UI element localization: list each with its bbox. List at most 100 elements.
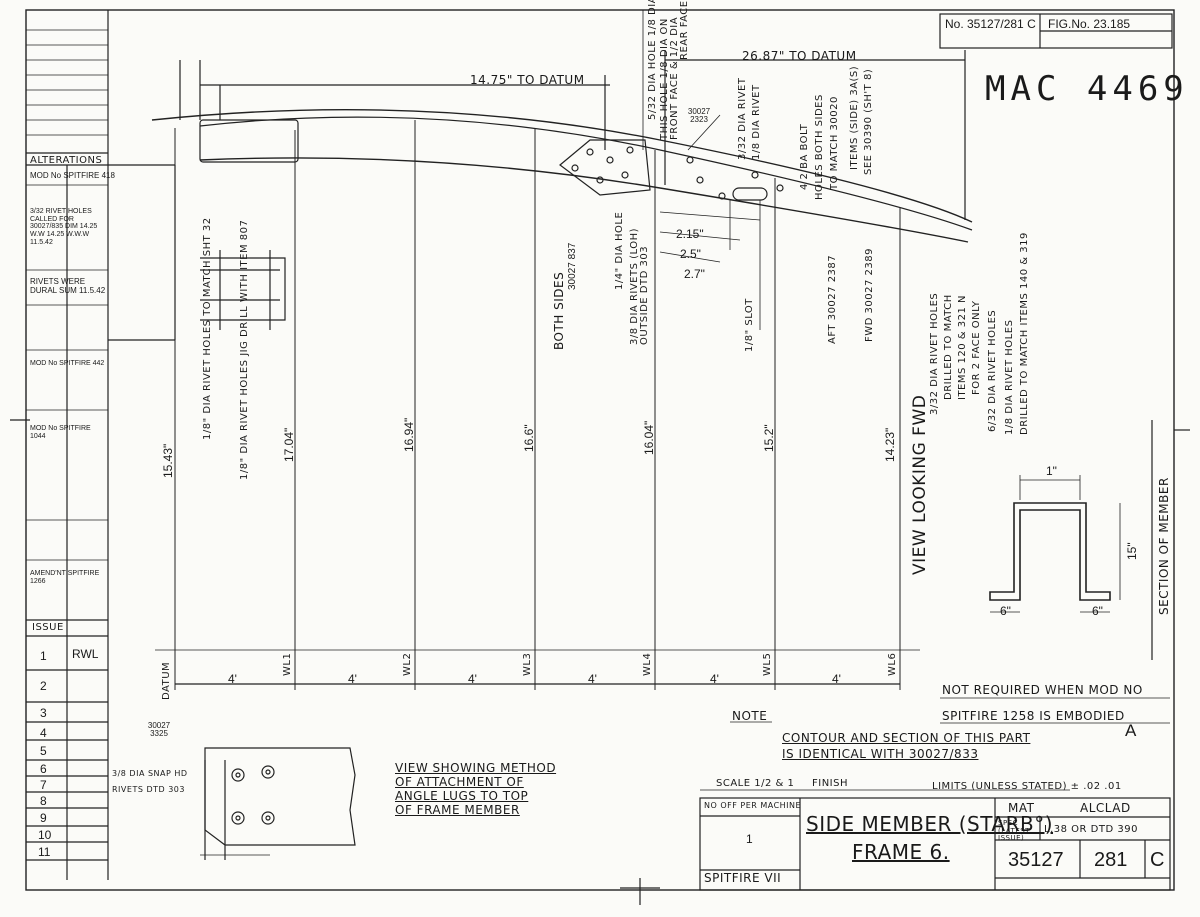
tb-mat-value: ALCLAD — [1080, 801, 1131, 815]
note-rivet-holes-1: 1/8" DIA RIVET HOLES TO MATCH SHT 32 — [202, 217, 213, 440]
height-label: 16.6" — [522, 424, 536, 452]
bolt-note-line: 4 2 BA BOLT — [799, 123, 810, 190]
note-line: IS IDENTICAL WITH 30027/833 — [782, 747, 979, 761]
alteration-entry: MOD No SPITFIRE 1044 — [30, 425, 91, 440]
note-aft-ref: AFT 30027 2387 — [827, 254, 838, 344]
tb-spec-value: L.38 OR DTD 390 — [1044, 824, 1138, 835]
note-rivets-outside: 3/8 DIA RIVETS (LOH) OUTSIDE DTD 303 — [629, 227, 650, 345]
rivet-block-line: 3/32 DIA RIVET HOLES — [929, 292, 940, 415]
issue-header: RWL — [72, 647, 99, 661]
tb-drawing-no: 35127 — [1008, 849, 1064, 871]
issue-row: 5 — [40, 744, 47, 758]
issue-row: 8 — [40, 794, 47, 808]
issue-row: 3 — [40, 706, 47, 720]
alteration-entry: AMEND'NT SPITFIRE 1266 — [30, 570, 100, 585]
tb-scale: SCALE 1/2 & 1 — [716, 778, 795, 789]
fig-ref: FIG.No. 23.185 — [1048, 17, 1131, 31]
bolt-note-line: SEE 30390 (SH'T 8) — [863, 68, 874, 175]
rivet-block-line: FOR 2 FACE ONLY — [971, 300, 982, 395]
tb-title-sub: FRAME 6. — [852, 840, 950, 864]
tb-mat-label: MAT — [1008, 801, 1035, 815]
front-face-line: 5/32 DIA HOLE 1/8 DIA ON — [647, 0, 658, 120]
section-dim-right: 6" — [1092, 604, 1103, 618]
rivet-block-line: DRILLED TO MATCH ITEMS 140 & 319 — [1019, 232, 1030, 435]
note-rivet-top: 3/32 DIA RIVET — [737, 77, 748, 160]
section-dim-left: 6" — [1000, 604, 1011, 618]
note-slot: 1/8" SLOT — [744, 298, 755, 352]
spacing-label: 4' — [832, 672, 841, 686]
method-line: VIEW SHOWING METHOD — [395, 761, 557, 775]
tb-finish: FINISH — [812, 778, 848, 789]
spacing-label: 4' — [588, 672, 597, 686]
alteration-entry: MOD No SPITFIRE 442 — [30, 360, 105, 367]
triangular-lug — [559, 139, 651, 196]
dim-small: 2.5" — [680, 247, 701, 261]
station-label: WL5 — [762, 652, 773, 676]
front-face-line: REAR FACE — [679, 0, 690, 60]
handwritten-ref: MAC 4469 — [985, 69, 1189, 109]
height-label: 14.23" — [883, 427, 897, 462]
method-line: OF FRAME MEMBER — [395, 803, 520, 817]
spacing-label: 4' — [228, 672, 237, 686]
alteration-entry: RIVETS WERE DURAL SUM 11.5.42 — [30, 277, 106, 295]
issue-row: 4 — [40, 726, 47, 740]
tb-part-no: 281 — [1094, 849, 1128, 871]
height-label: 16.94" — [402, 417, 416, 452]
section-label: SECTION OF MEMBER — [1157, 477, 1171, 615]
bolt-note-line: ITEMS (SIDE) 3A(S) — [849, 65, 860, 170]
not-required-line: SPITFIRE 1258 IS EMBODIED — [942, 709, 1125, 723]
rivet-block-line: 6/32 DIA RIVET HOLES — [987, 309, 998, 432]
drawing-ref: No. 35127/281 C — [945, 17, 1036, 31]
not-required-line: NOT REQUIRED WHEN MOD No — [942, 683, 1143, 697]
issue-row: 6 — [40, 762, 47, 776]
station-label: WL4 — [642, 652, 653, 676]
angle-lug-view — [200, 257, 286, 321]
member-top-inner — [199, 116, 973, 231]
lug-plate-left — [199, 119, 299, 163]
issue-row: 2 — [40, 679, 47, 693]
method-line: OF ATTACHMENT OF — [395, 775, 524, 789]
member-top-edge — [151, 109, 973, 223]
dim-small: 2.7" — [684, 267, 705, 281]
dim-datum-right: 26.87" TO DATUM — [742, 49, 857, 63]
note-quarter-hole: 1/4" DIA HOLE — [614, 211, 625, 290]
title-block-lines — [699, 789, 1171, 891]
station-label: WL3 — [522, 652, 533, 676]
part-ref-b: 30027 3325 — [147, 721, 171, 738]
spacing-label: 4' — [468, 672, 477, 686]
issue-row: 7 — [40, 778, 47, 792]
lug-label: 3/8 DIA SNAP HD — [112, 769, 188, 778]
station-label: WL1 — [282, 652, 293, 676]
note-both-sides: BOTH SIDES — [552, 271, 566, 350]
tb-title-main: SIDE MEMBER (STARB°) — [806, 812, 1054, 836]
height-label: 16.04" — [642, 420, 656, 455]
spacing-label: 4' — [710, 672, 719, 686]
alterations-title: ALTERATIONS — [30, 155, 103, 166]
method-view-part — [204, 747, 356, 846]
spacing-label: 4' — [348, 672, 357, 686]
member-bottom-edge — [199, 157, 969, 243]
sheet-border — [25, 9, 1175, 891]
note-fwd-ref: FWD 30027 2389 — [864, 248, 875, 342]
rivet-block-line: ITEMS 120 & 321 N — [957, 294, 968, 400]
hat-section — [989, 502, 1111, 601]
issue-row: 9 — [40, 811, 47, 825]
alteration-entry: MOD No SPITFIRE 418 — [30, 171, 115, 180]
note-rivet-holes-2: 1/8" DIA RIVET HOLES JIG DRILL WITH ITEM… — [239, 219, 250, 480]
height-label: 15.43" — [161, 443, 175, 478]
station-lines — [174, 120, 901, 690]
bolt-note-line: TO MATCH 30020 — [829, 96, 840, 190]
dim-datum-left: 14.75" TO DATUM — [470, 73, 585, 87]
tb-limits: LIMITS (UNLESS STATED) ± .02 .01 — [932, 781, 1122, 792]
note-both-sides-ref: 30027 837 — [567, 242, 578, 290]
issue-row: 10 — [38, 828, 52, 842]
issue-label: ISSUE — [32, 622, 64, 633]
tb-no-off-label: No OFF PER MACHINE — [704, 801, 802, 810]
method-line: ANGLE LUGS TO TOP — [395, 789, 529, 803]
tb-no-off-value: 1 — [746, 832, 753, 846]
issue-row: 1 — [40, 649, 47, 663]
issue-row: 11 — [38, 845, 51, 859]
part-ref-a: 30027 2323 — [687, 107, 711, 124]
